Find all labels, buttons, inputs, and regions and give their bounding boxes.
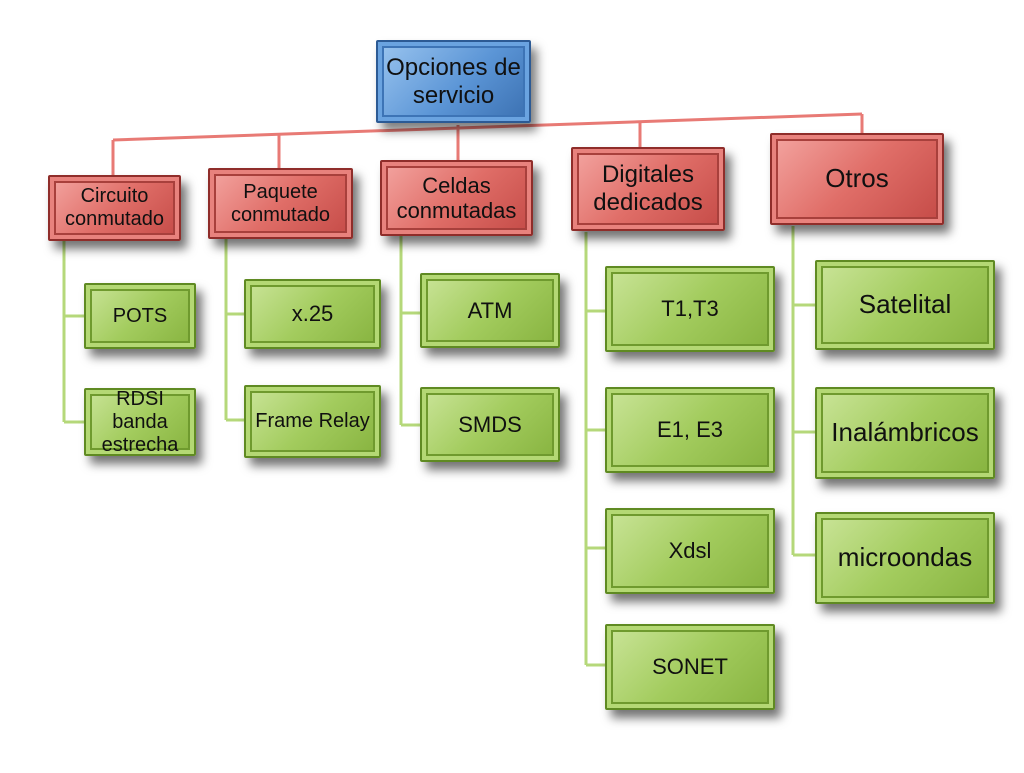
leaf-label: SONET: [652, 654, 728, 680]
leaf-x25: x.25: [244, 279, 381, 349]
leaf-frame-relay: Frame Relay: [244, 385, 381, 458]
leaf-smds: SMDS: [420, 387, 560, 462]
root-label: Opciones de servicio: [386, 53, 521, 109]
leaf-label: Frame Relay: [255, 410, 370, 432]
leaf-sonet: SONET: [605, 624, 775, 710]
leaf-atm: ATM: [420, 273, 560, 348]
leaf-label: x.25: [291, 301, 334, 327]
leaf-label: E1, E3: [656, 417, 724, 443]
leaf-satelital: Satelital: [815, 260, 995, 350]
category-label: Celdas conmutadas: [396, 172, 517, 223]
category-circuito-conmutado: Circuito conmutado: [48, 175, 181, 241]
root-node: Opciones de servicio: [376, 40, 531, 123]
category-label: Otros: [825, 163, 889, 194]
leaf-xdsl: Xdsl: [605, 508, 775, 594]
leaf-microondas: microondas: [815, 512, 995, 604]
leaf-t1-t3: T1,T3: [605, 266, 775, 352]
leaf-label: Inalámbricos: [831, 417, 979, 448]
category-label: Paquete conmutado: [231, 180, 330, 226]
leaf-inalambricos: Inalámbricos: [815, 387, 995, 479]
category-otros: Otros: [770, 133, 944, 225]
leaf-label: Xdsl: [668, 538, 712, 564]
category-label: Circuito conmutado: [65, 185, 164, 230]
leaf-label: RDSI banda estrecha: [101, 387, 179, 456]
root-bus-line: [112, 112, 863, 142]
category-label: Digitales dedicados: [593, 161, 703, 216]
leaf-label: microondas: [837, 542, 973, 573]
leaf-rdsi-banda-estrecha: RDSI banda estrecha: [84, 388, 196, 456]
leaf-label: SMDS: [458, 411, 522, 437]
leaf-label: ATM: [467, 297, 513, 323]
leaf-e1-e3: E1, E3: [605, 387, 775, 473]
category-digitales-dedicados: Digitales dedicados: [571, 147, 725, 231]
category-celdas-conmutadas: Celdas conmutadas: [380, 160, 533, 236]
leaf-label: T1,T3: [661, 296, 719, 322]
leaf-pots: POTS: [84, 283, 196, 349]
leaf-label: POTS: [112, 304, 168, 327]
category-paquete-conmutado: Paquete conmutado: [208, 168, 353, 239]
leaf-label: Satelital: [858, 289, 952, 320]
